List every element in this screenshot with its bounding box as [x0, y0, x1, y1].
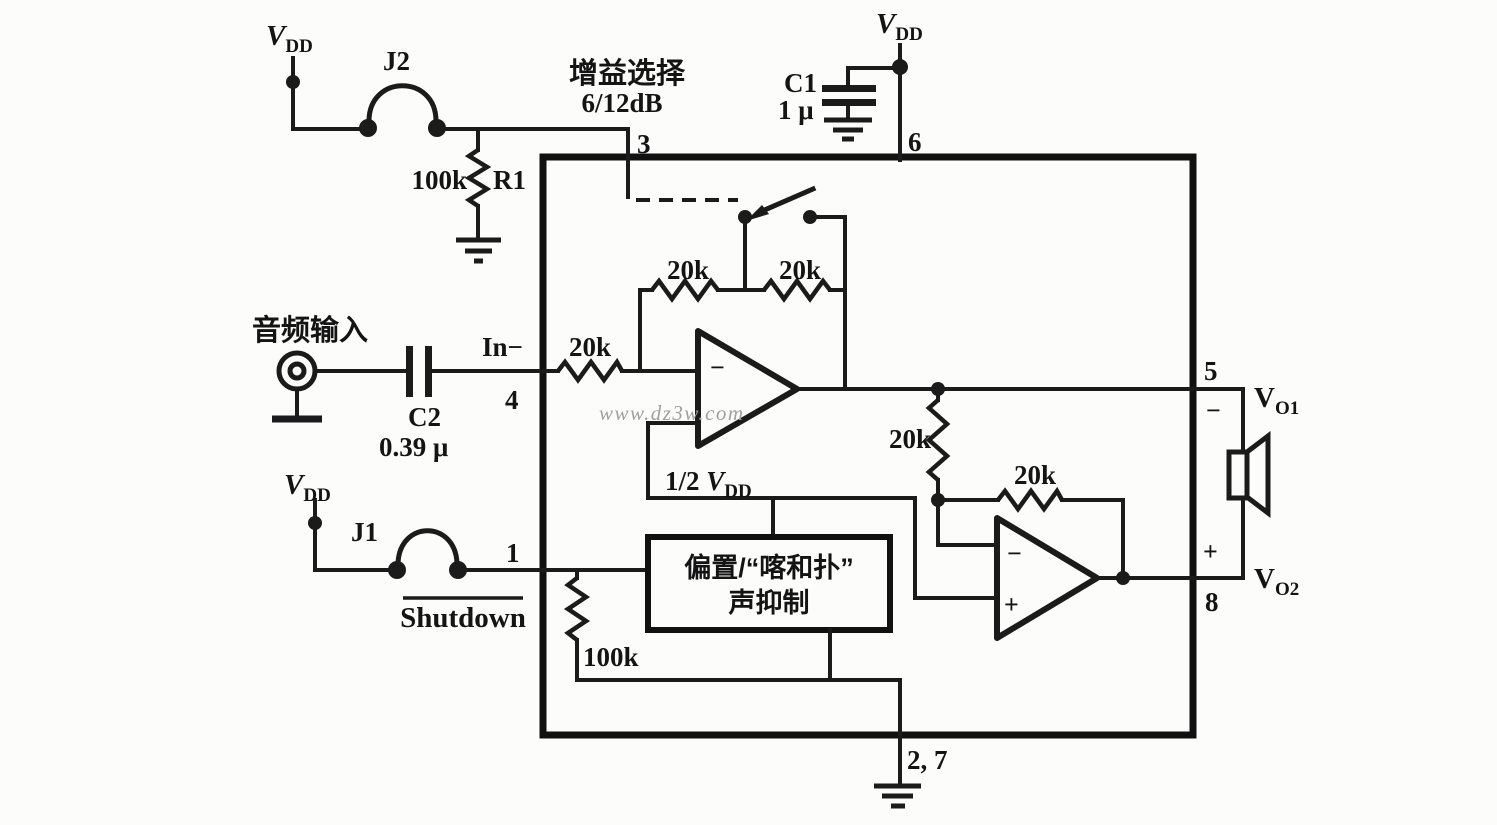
watermark: www.dz3w.com [599, 401, 745, 425]
label-c1-name: C1 [784, 68, 817, 98]
label-r1-value: 100k [411, 165, 467, 195]
label-bias-line2: 声抑制 [729, 588, 810, 618]
label-shutdown: Shutdown [400, 602, 526, 634]
resistor-fb1-20k [650, 277, 720, 303]
label-pin27: 2, 7 [907, 745, 948, 775]
switch-arrowhead [746, 205, 769, 221]
label-speaker-plus: + [1203, 537, 1218, 566]
gain-select-net [286, 56, 630, 264]
resistor-mid-20k [925, 398, 951, 482]
label-vo1: VO1 [1254, 382, 1299, 419]
label-c2-name: C2 [408, 402, 441, 432]
label-r-in: 20k [569, 332, 611, 362]
label-vo2: VO2 [1254, 563, 1299, 600]
shutdown-net [308, 498, 902, 682]
label-r-mid: 20k [889, 424, 931, 454]
label-j2: J2 [383, 46, 410, 76]
ground-r1 [456, 237, 501, 264]
label-half-vdd: 1/2 VDD [665, 466, 752, 502]
label-pin4: 4 [505, 385, 519, 415]
label-opamp2-plus: + [1004, 590, 1019, 619]
capacitor-c2 [406, 346, 432, 397]
speaker [1226, 387, 1271, 580]
resistor-fb3-20k [996, 486, 1064, 513]
opamp1-feedback-network [638, 277, 847, 373]
bias-block [645, 534, 893, 682]
label-c1-value: 1 μ [778, 95, 814, 125]
ground-c1 [824, 117, 872, 142]
rca-jack [272, 350, 322, 423]
resistor-r1 [464, 127, 492, 242]
opamp2-network [925, 382, 1245, 641]
gain-switch [738, 185, 847, 391]
label-vdd-bottom-left: VDD [284, 469, 331, 506]
label-r-shutdown: 100k [583, 642, 639, 672]
supply-net [822, 43, 908, 162]
label-opamp2-minus: − [1007, 539, 1022, 568]
label-pin1: 1 [506, 538, 520, 568]
half-vdd-rail [646, 421, 999, 600]
jumper-j2 [359, 83, 446, 137]
ic-package-outline [539, 153, 1197, 739]
label-j1: J1 [351, 517, 378, 547]
label-bias-line1: 偏置/“喀和扑” [684, 553, 854, 583]
audio-input-net [272, 346, 700, 423]
resistor-shutdown-100k [563, 568, 591, 682]
label-gain-title: 增益选择 [569, 57, 686, 90]
label-in-neg: In− [482, 332, 523, 362]
label-opamp1-minus: − [710, 353, 725, 382]
label-pin8: 8 [1205, 587, 1219, 617]
label-speaker-minus: − [1206, 396, 1221, 425]
label-pin5: 5 [1204, 356, 1218, 386]
capacitor-c1 [822, 85, 876, 106]
label-vdd-top-left: VDD [266, 20, 313, 57]
label-c2-value: 0.39 μ [379, 432, 448, 462]
label-r-fb3: 20k [1014, 460, 1056, 490]
opamp1 [695, 328, 800, 449]
resistor-fb2-20k [762, 277, 832, 303]
pin3-control-dashed-line [626, 185, 738, 202]
label-pin3: 3 [637, 129, 651, 159]
label-vdd-top-right: VDD [876, 8, 923, 45]
resistor-in-20k [556, 357, 624, 384]
label-r-fb1: 20k [667, 255, 709, 285]
label-audio-input: 音频输入 [252, 313, 368, 347]
label-pin6: 6 [908, 127, 922, 157]
label-gain-value: 6/12dB [581, 88, 662, 118]
label-r-fb2: 20k [779, 255, 821, 285]
opamp2 [994, 515, 1100, 641]
ground-main [874, 678, 921, 809]
jumper-j1 [388, 528, 467, 579]
label-r1-name: R1 [493, 165, 526, 195]
